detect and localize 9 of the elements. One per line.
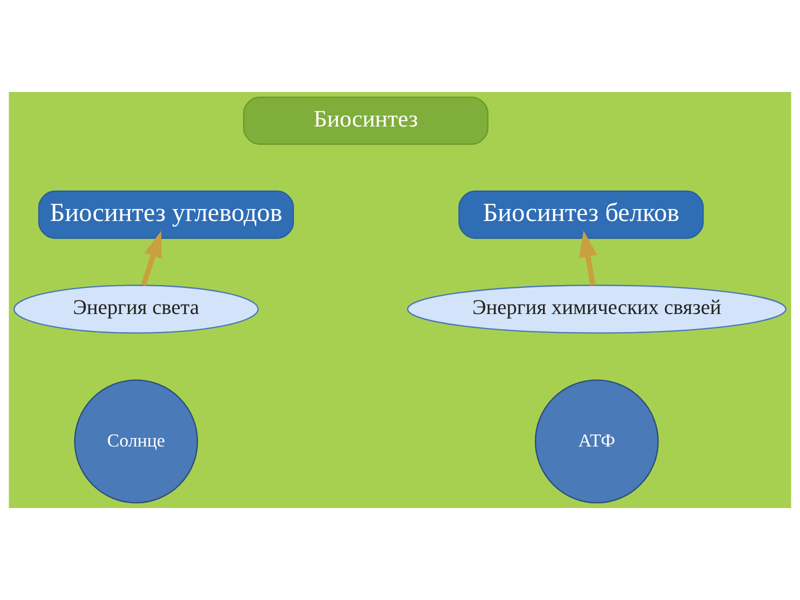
node-ellipse: Энергия света <box>13 284 259 334</box>
arrow <box>141 230 162 286</box>
node-ellipse: Энергия химических связей <box>407 284 787 334</box>
node-box: Биосинтез белков <box>458 190 704 239</box>
node-box: Биосинтез <box>243 96 488 145</box>
node-circle: АТФ <box>534 379 659 504</box>
node-circle: Солнце <box>74 379 198 504</box>
arrow <box>578 230 598 286</box>
node-box: Биосинтез углеводов <box>38 190 294 239</box>
